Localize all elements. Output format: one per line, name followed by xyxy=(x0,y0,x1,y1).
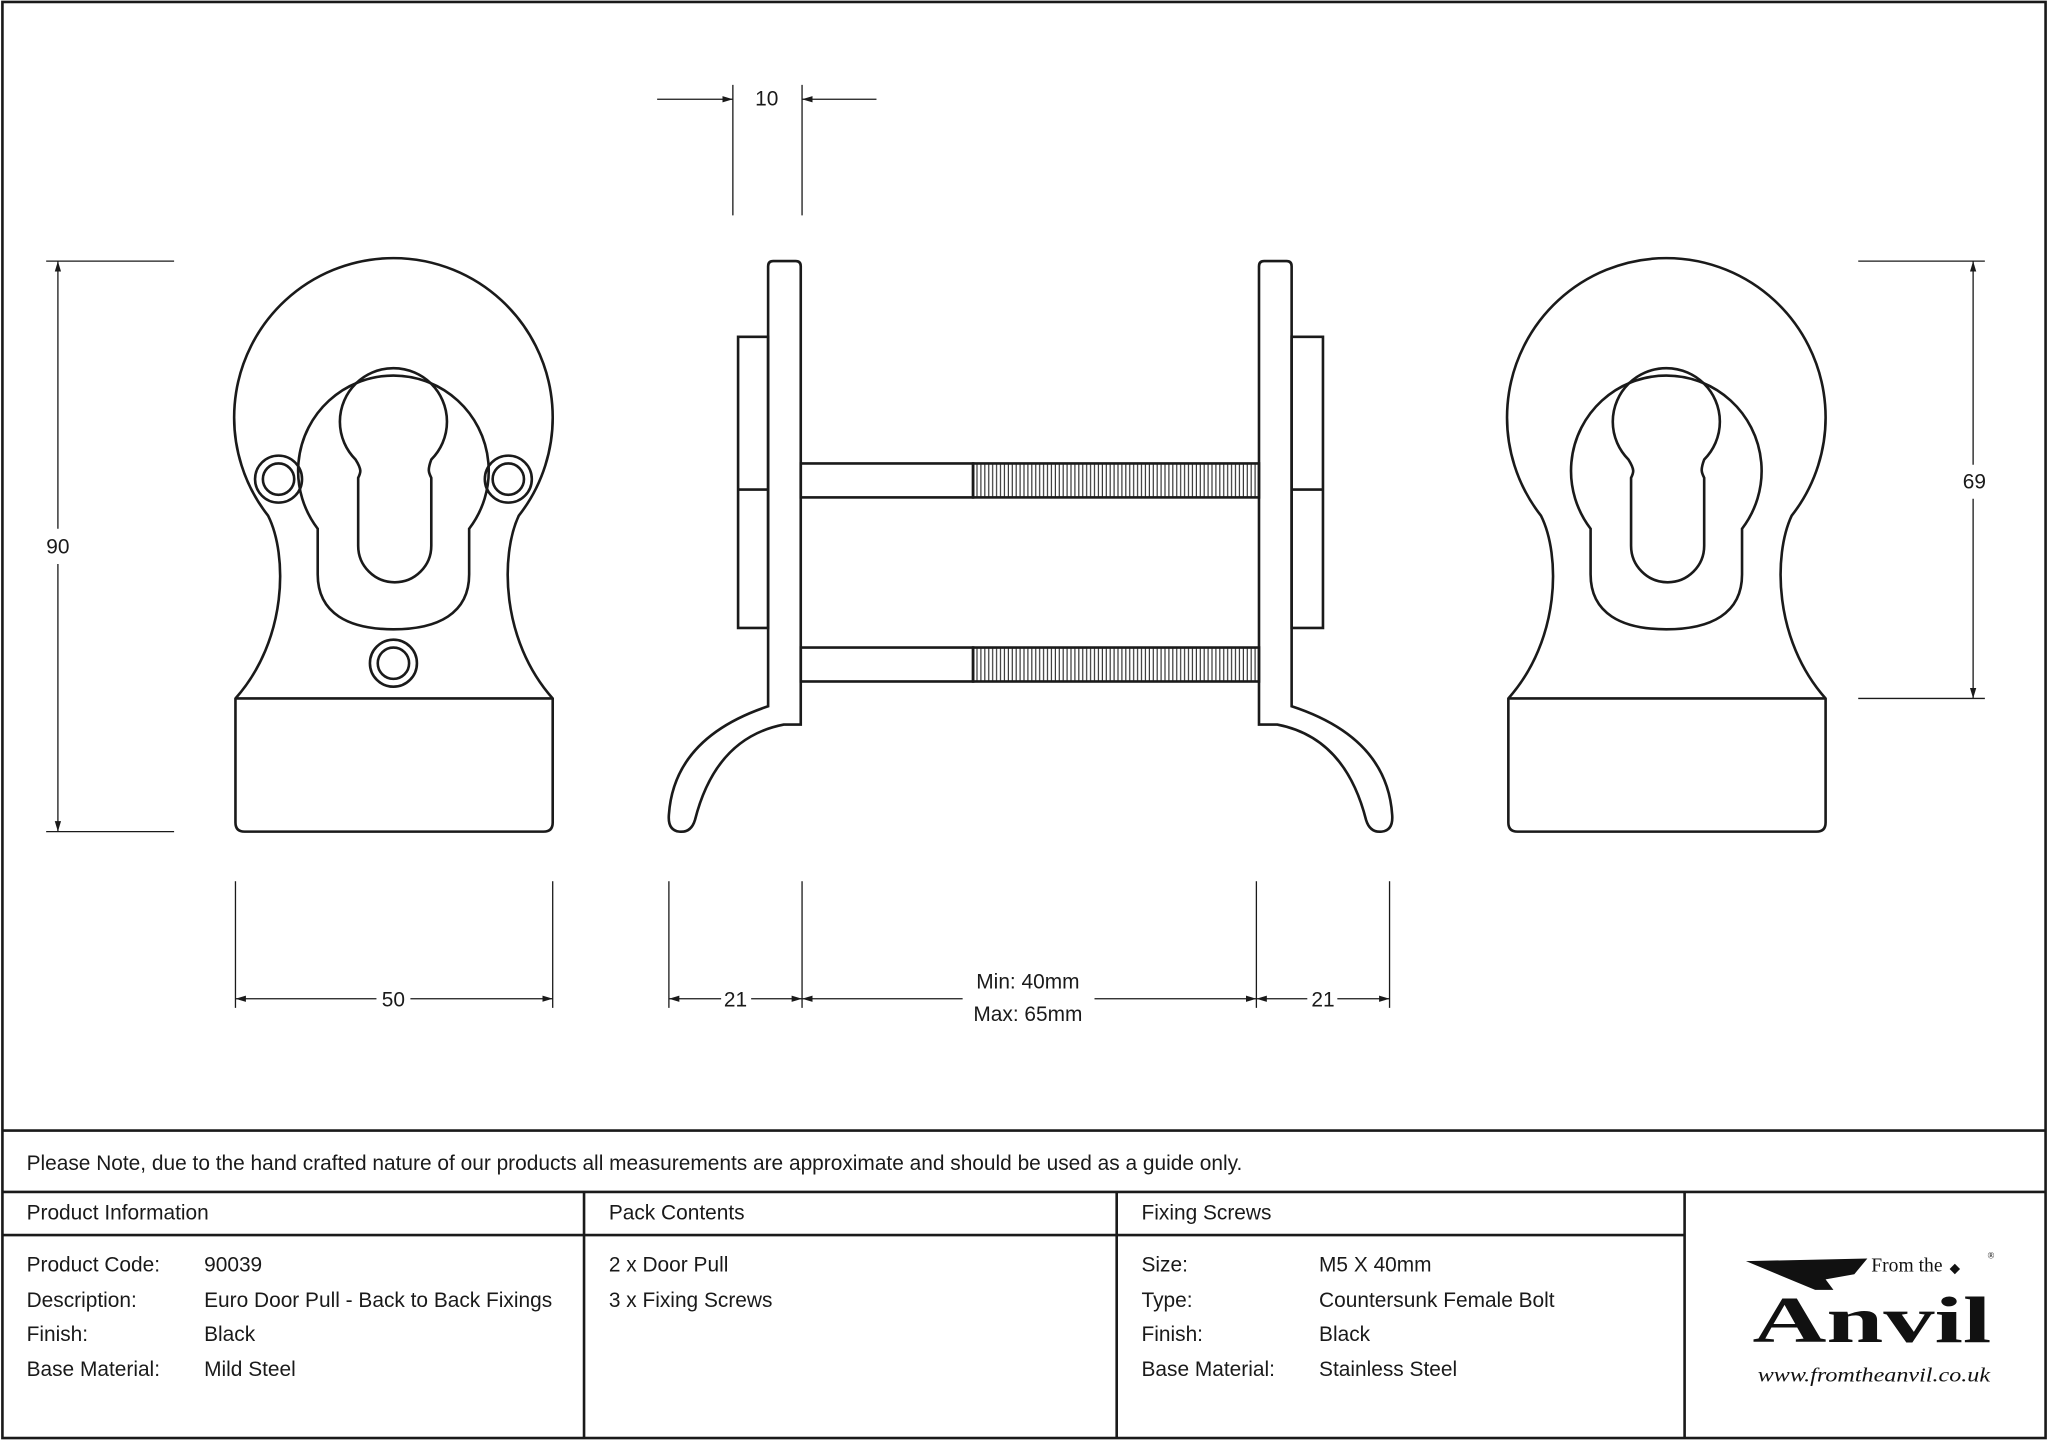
dimension-width-50: 50 xyxy=(382,989,405,1012)
fixing-screws-rows: Size: M5 X 40mm Type: Countersunk Female… xyxy=(1141,1254,1554,1381)
row-label: Finish: xyxy=(27,1323,88,1346)
dimension-hook-left: 21 xyxy=(724,989,747,1012)
row-label: Description: xyxy=(27,1289,137,1312)
dimension-height-69: 69 xyxy=(1963,470,1986,493)
side-view xyxy=(667,259,1394,834)
row-label: Finish: xyxy=(1141,1323,1202,1346)
row-label: Base Material: xyxy=(1141,1358,1274,1381)
dimension-door-max: Max: 65mm xyxy=(973,1003,1082,1026)
row-value: Black xyxy=(204,1323,256,1346)
pack-contents-heading: Pack Contents xyxy=(609,1201,745,1224)
fixing-screw xyxy=(799,462,1261,499)
screw-hole-icon xyxy=(253,454,304,504)
row-value: Mild Steel xyxy=(204,1358,296,1381)
product-information-rows: Product Code: 90039 Description: Euro Do… xyxy=(27,1254,553,1381)
row-label: Size: xyxy=(1141,1254,1187,1277)
logo-from-the: From the xyxy=(1871,1256,1943,1277)
screw-hole-icon xyxy=(368,638,419,689)
from-the-anvil-logo: From the ® Anvil www.fromtheanvil.co.uk xyxy=(1745,1251,1994,1386)
measurement-note: Please Note, due to the hand crafted nat… xyxy=(27,1152,1243,1175)
pack-item: 2 x Door Pull xyxy=(609,1254,729,1277)
row-label: Base Material: xyxy=(27,1358,160,1381)
dimension-lines xyxy=(46,84,1985,1008)
fixing-screws-heading: Fixing Screws xyxy=(1141,1201,1271,1224)
logo-url: www.fromtheanvil.co.uk xyxy=(1758,1365,1991,1386)
row-label: Product Code: xyxy=(27,1254,160,1277)
logo-name: Anvil xyxy=(1752,1285,1991,1357)
front-view-plain xyxy=(1505,256,1827,833)
row-value: M5 X 40mm xyxy=(1319,1254,1432,1277)
front-view-with-screw-holes xyxy=(232,256,555,833)
anvil-icon xyxy=(1745,1258,1868,1290)
pack-item: 3 x Fixing Screws xyxy=(609,1289,773,1312)
fixing-screw xyxy=(799,646,1261,683)
info-table xyxy=(1,1129,2047,1439)
product-information-heading: Product Information xyxy=(27,1201,209,1224)
dimension-hook-right: 21 xyxy=(1311,989,1334,1012)
row-label: Type: xyxy=(1141,1289,1192,1312)
row-value: Euro Door Pull - Back to Back Fixings xyxy=(204,1289,552,1312)
row-value: 90039 xyxy=(204,1254,262,1277)
row-value: Stainless Steel xyxy=(1319,1358,1457,1381)
svg-text:®: ® xyxy=(1987,1251,1994,1261)
row-value: Countersunk Female Bolt xyxy=(1319,1289,1555,1312)
screw-hole-icon xyxy=(483,454,534,504)
dimension-height-90: 90 xyxy=(46,536,69,559)
dimension-top-width: 10 xyxy=(755,88,778,111)
row-value: Black xyxy=(1319,1323,1371,1346)
dimension-door-min: Min: 40mm xyxy=(976,970,1079,993)
